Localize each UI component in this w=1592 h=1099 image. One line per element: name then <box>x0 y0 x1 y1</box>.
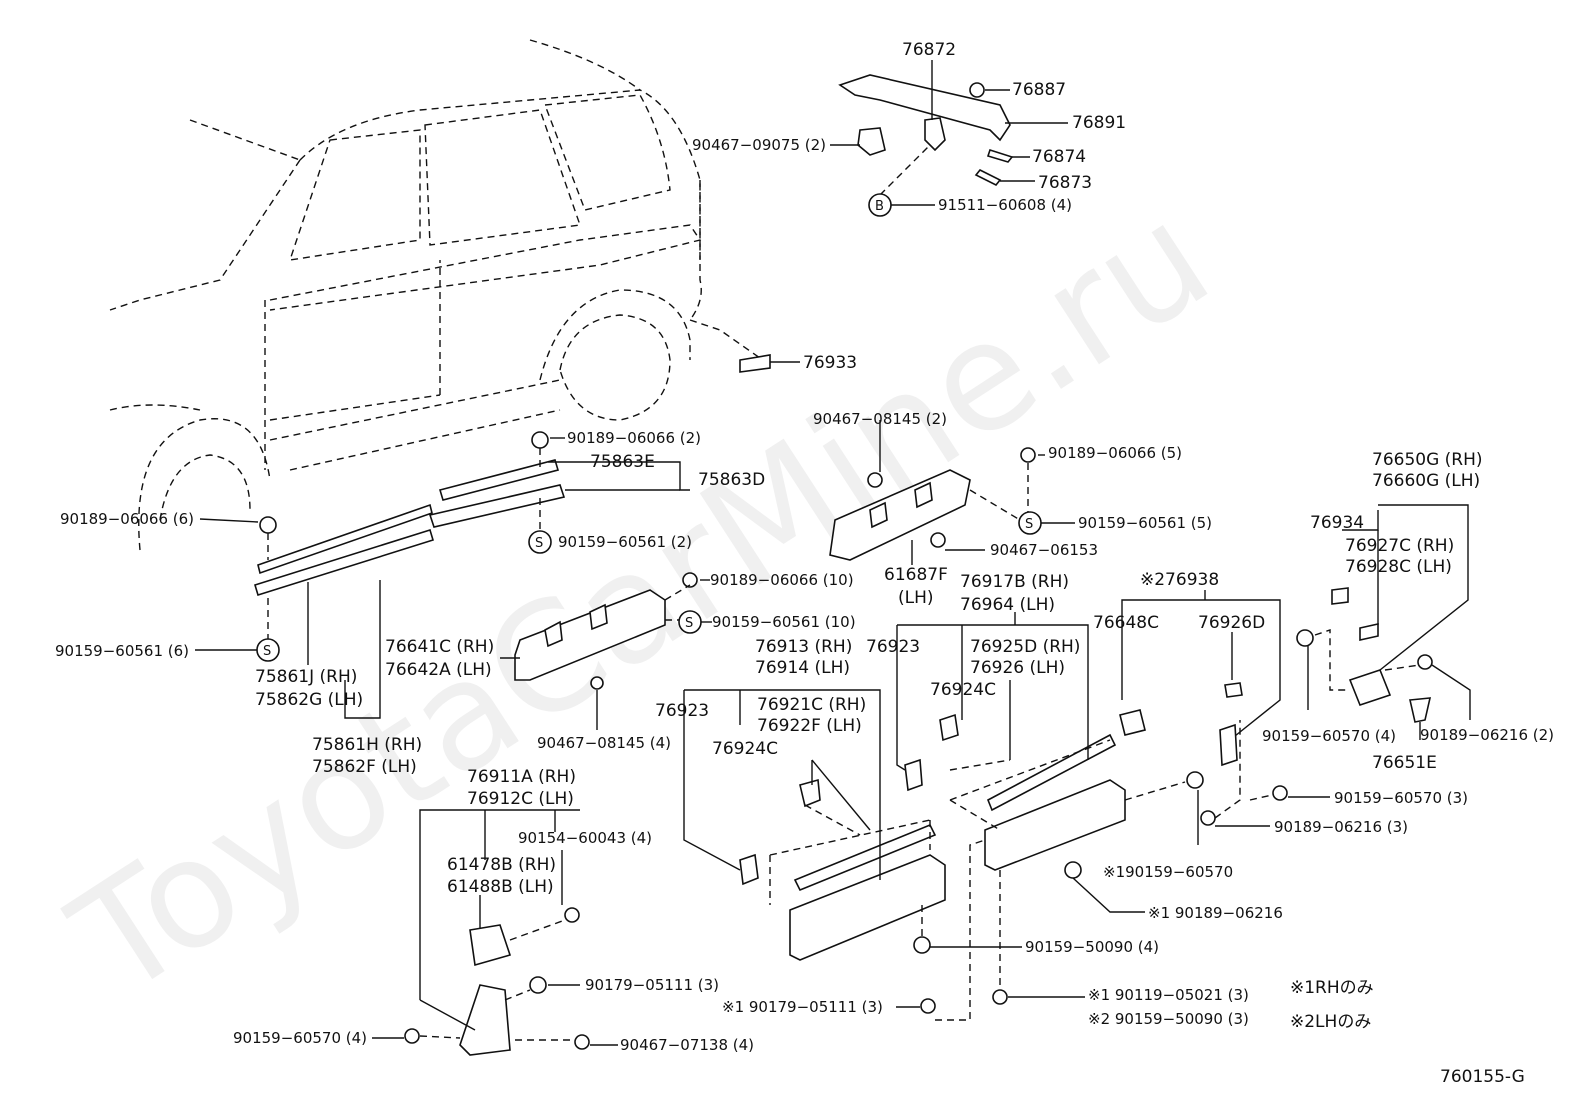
parts-76938 <box>1119 590 1281 767</box>
label-90467-06153: 90467−06153 <box>990 541 1098 559</box>
fasteners-right <box>1064 720 1330 913</box>
label-76874: 76874 <box>1032 147 1086 167</box>
label-76873: 76873 <box>1038 173 1092 193</box>
label-90189-06066-5: 90189−06066 (5) <box>1048 444 1182 462</box>
label-76938: ※276938 <box>1140 570 1219 590</box>
label-90159-60561-2: 90159−60561 (2) <box>558 533 692 551</box>
marker-b-text: B <box>875 199 884 214</box>
label-76934: 76934 <box>1310 513 1364 533</box>
label-76887: 76887 <box>1012 80 1066 100</box>
label-76926d: 76926D <box>1198 613 1265 633</box>
label-76642a: 76642A (LH) <box>385 660 492 680</box>
label-61687f-lh: (LH) <box>898 588 934 608</box>
diagram-id: 760155-G <box>1440 1067 1525 1087</box>
label-76641c: 76641C (RH) <box>385 637 494 657</box>
label-90189-06216-2: 90189−06216 (2) <box>1420 726 1554 744</box>
label-76913: 76913 (RH) <box>755 637 852 657</box>
label-75861j: 75861J (RH) <box>255 667 357 687</box>
label-61687f: 61687F <box>884 565 948 585</box>
marker-s-1: S <box>528 530 552 554</box>
marker-s-text: S <box>263 644 271 659</box>
label-90119-05021: ※1 90119−05021 (3) <box>1088 986 1249 1004</box>
label-76925d: 76925D (RH) <box>970 637 1080 657</box>
marker-s-4: S <box>1018 511 1042 535</box>
label-76923-a: 76923 <box>866 637 920 657</box>
part-labels: 76872 76887 76891 76874 76873 90467−0907… <box>55 40 1554 1054</box>
label-90159-60561-10: 90159−60561 (10) <box>712 613 856 631</box>
label-90179-05111-3: 90179−05111 (3) <box>585 976 719 994</box>
label-76924c-b: 76924C <box>712 739 778 759</box>
bracket-76641c <box>500 572 712 730</box>
part-76933 <box>739 354 800 373</box>
label-90189-06216-s1: ※1 90189−06216 <box>1148 904 1283 922</box>
side-skirt-rear <box>896 612 1126 871</box>
label-76964: 76964 (LH) <box>960 595 1055 615</box>
label-76660g: 76660G (LH) <box>1372 471 1480 491</box>
label-90189-06216-3: 90189−06216 (3) <box>1274 818 1408 836</box>
label-90467-08145-2: 90467−08145 (2) <box>813 410 947 428</box>
label-76872: 76872 <box>902 40 956 60</box>
marker-s-text: S <box>535 536 543 551</box>
label-90189-06066-2: 90189−06066 (2) <box>567 429 701 447</box>
fasteners-bottom <box>896 839 1085 1021</box>
bracket-61687f <box>829 420 1075 565</box>
label-76927c: 76927C (RH) <box>1345 536 1454 556</box>
label-90189-06066-6: 90189−06066 (6) <box>60 510 194 528</box>
label-91511-60608: 91511−60608 (4) <box>938 196 1072 214</box>
note-rh-only: ※1RHのみ <box>1290 978 1374 998</box>
marker-s-text: S <box>1025 517 1033 532</box>
label-76928c: 76928C (LH) <box>1345 557 1452 577</box>
label-61488b: 61488B (LH) <box>447 877 554 897</box>
footnotes: ※1RHのみ ※2LHのみ <box>1290 978 1374 1032</box>
marker-s-text: S <box>685 616 693 631</box>
label-75863e: 75863E <box>590 452 655 472</box>
label-90189-06066-10: 90189−06066 (10) <box>710 571 854 589</box>
label-90159-50090-4: 90159−50090 (4) <box>1025 938 1159 956</box>
label-90159-60570-3: 90159−60570 (3) <box>1334 789 1468 807</box>
side-skirt-front <box>683 689 946 961</box>
label-90159-60561-5: 90159−60561 (5) <box>1078 514 1212 532</box>
label-75863d: 75863D <box>698 470 765 490</box>
label-90159-60561-6: 90159−60561 (6) <box>55 642 189 660</box>
label-76648c: 76648C <box>1093 613 1159 633</box>
label-76917b: 76917B (RH) <box>960 572 1069 592</box>
rocker-moldings <box>195 431 690 719</box>
label-76650g: 76650G (RH) <box>1372 450 1483 470</box>
label-76651e: 76651E <box>1372 753 1437 773</box>
label-90467-07138: 90467−07138 (4) <box>620 1036 754 1054</box>
label-76923-b: 76923 <box>655 701 709 721</box>
label-90467-09075: 90467−09075 (2) <box>692 136 826 154</box>
label-61478b: 61478B (RH) <box>447 855 556 875</box>
label-76933: 76933 <box>803 353 857 373</box>
label-76914: 76914 (LH) <box>755 658 850 678</box>
label-90159-60570-4-right: 90159−60570 (4) <box>1262 727 1396 745</box>
parts-76911a <box>372 809 618 1056</box>
label-90179-05111-s1: ※1 90179−05111 (3) <box>722 998 883 1016</box>
label-76891: 76891 <box>1072 113 1126 133</box>
label-76922f: 76922F (LH) <box>757 716 862 736</box>
parts-76650g <box>1296 504 1471 740</box>
label-75862g: 75862G (LH) <box>255 690 363 710</box>
label-75861h: 75861H (RH) <box>312 735 422 755</box>
label-76926: 76926 (LH) <box>970 658 1065 678</box>
note-lh-only: ※2LHのみ <box>1290 1012 1371 1032</box>
label-90159-60570-s1: ※190159−60570 <box>1103 863 1233 881</box>
label-76911a: 76911A (RH) <box>467 767 576 787</box>
marker-s-3: S <box>678 610 702 634</box>
marker-B: B <box>868 193 892 217</box>
label-76924c-a: 76924C <box>930 680 996 700</box>
label-90154-60043: 90154−60043 (4) <box>518 829 652 847</box>
label-90467-08145-4: 90467−08145 (4) <box>537 734 671 752</box>
label-75862f: 75862F (LH) <box>312 757 417 777</box>
label-76921c: 76921C (RH) <box>757 695 866 715</box>
marker-s-2: S <box>256 638 280 662</box>
label-76912c: 76912C (LH) <box>467 789 574 809</box>
label-90159-60570-4-left: 90159−60570 (4) <box>233 1029 367 1047</box>
vehicle-outline <box>109 39 771 551</box>
label-90159-50090-s2: ※2 90159−50090 (3) <box>1088 1010 1249 1028</box>
